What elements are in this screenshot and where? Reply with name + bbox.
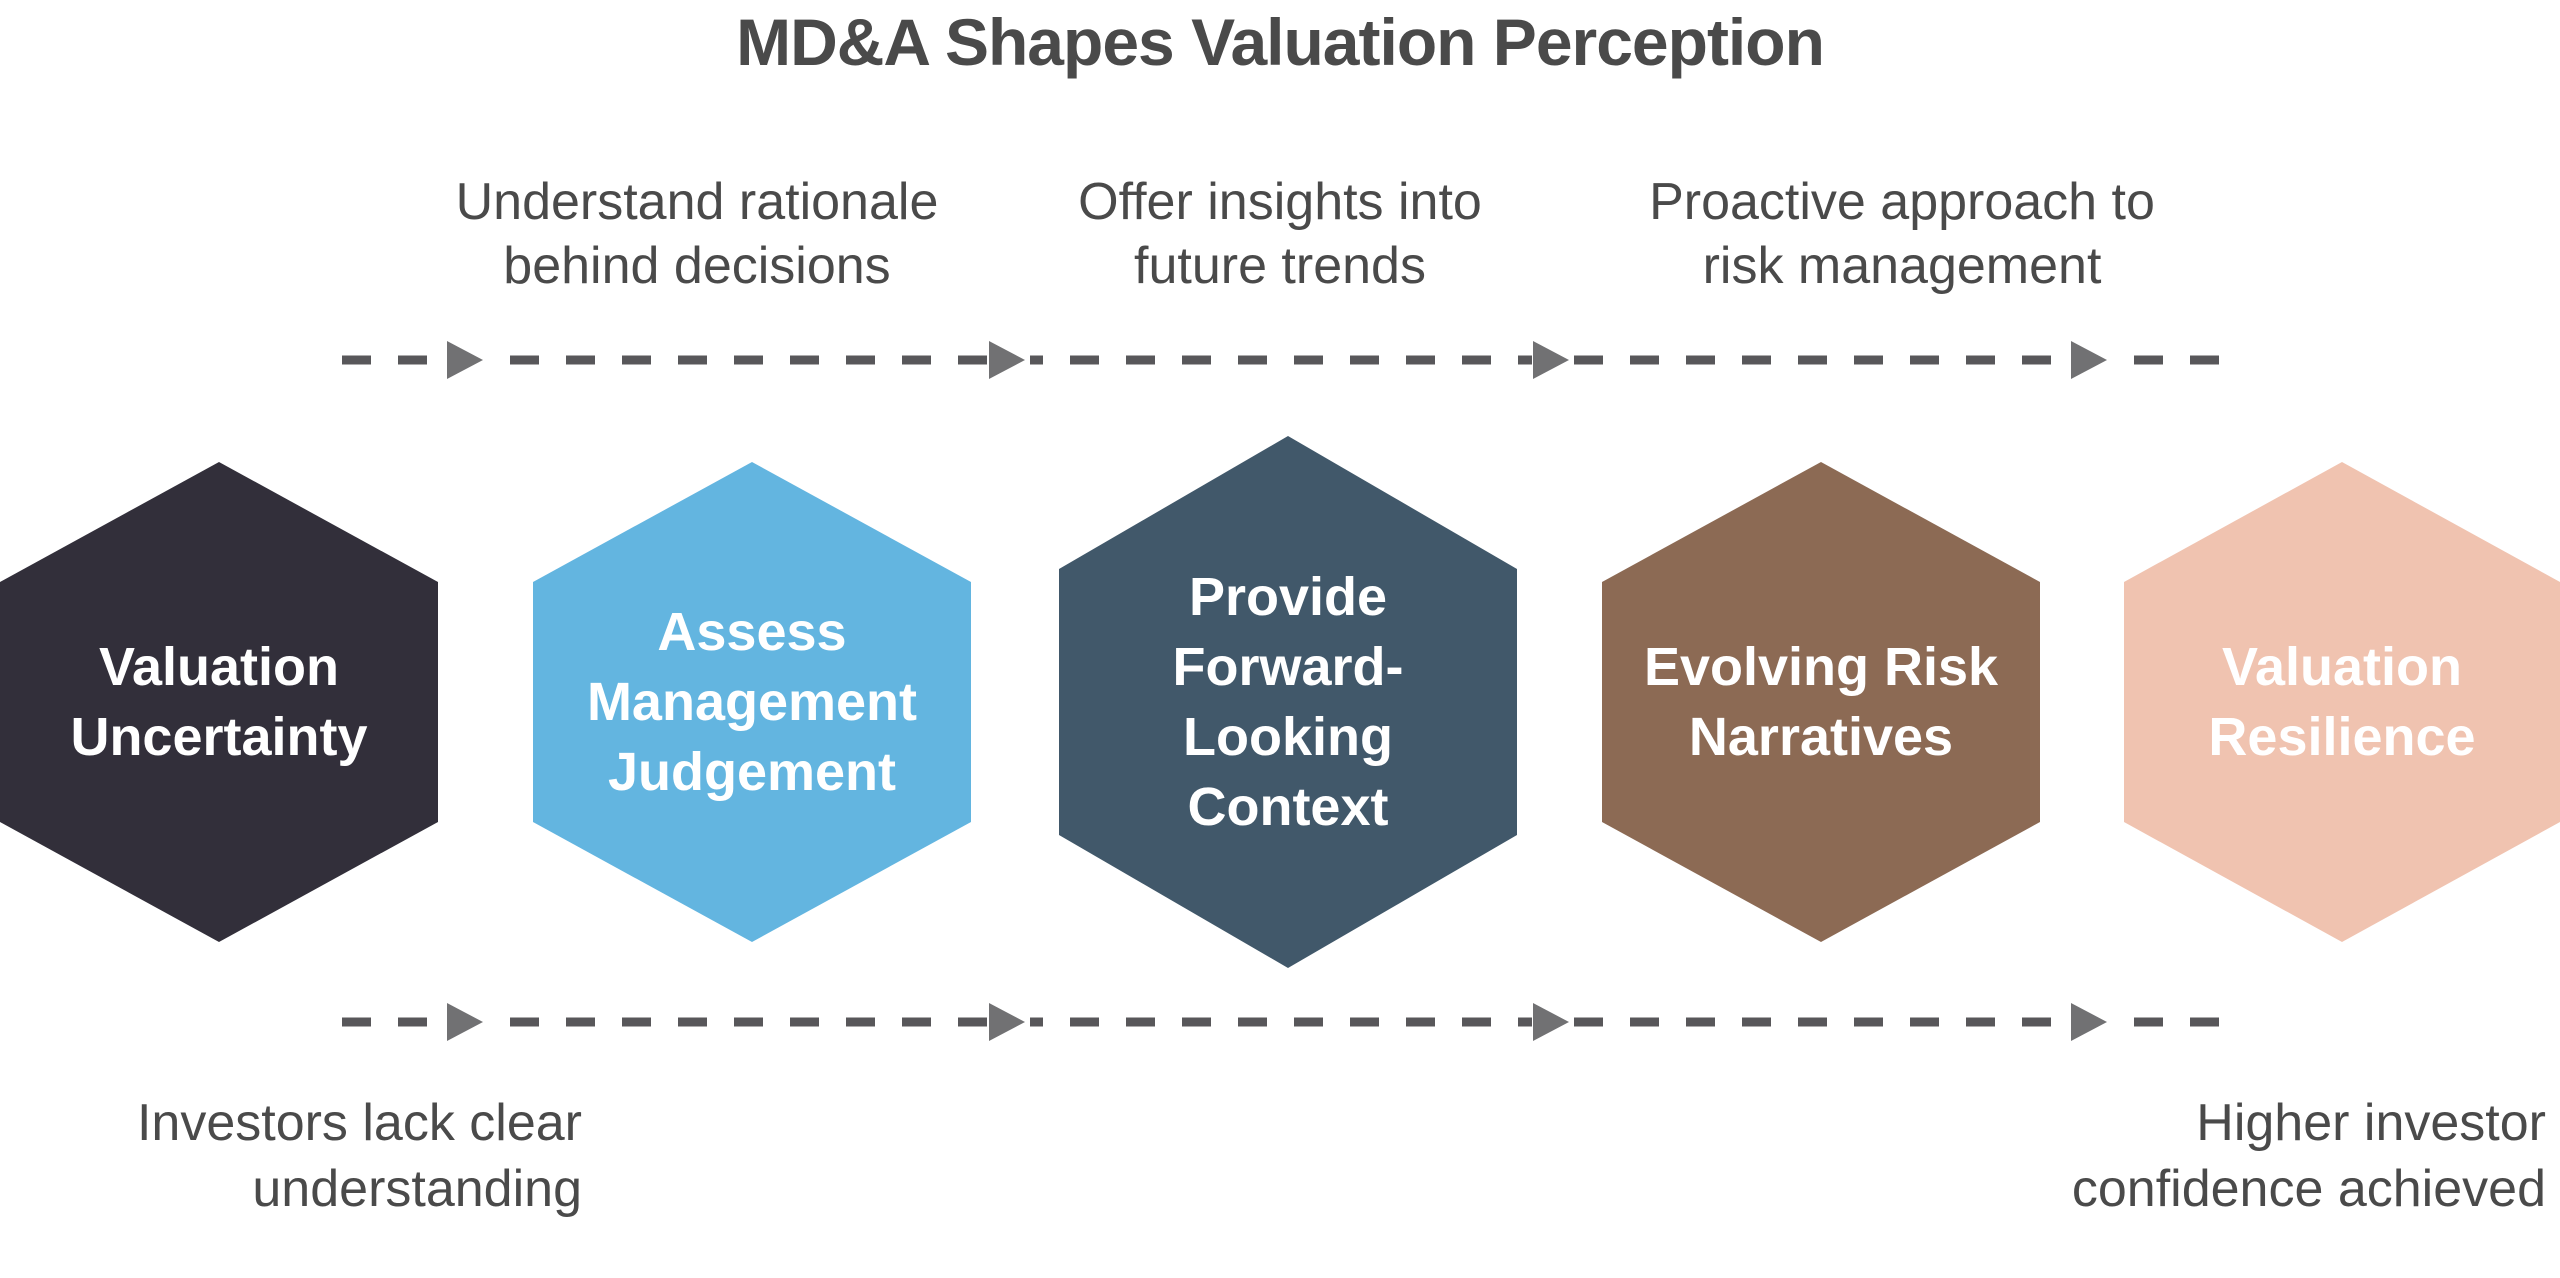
- dashed-arrow-line-top: [342, 338, 2222, 382]
- stage-hexagon-assess-management-judgement: Assess Management Judgement: [533, 462, 971, 942]
- arrowhead-icon: [2071, 341, 2107, 379]
- stage-label: Valuation Resilience: [2208, 637, 2476, 767]
- stage-hexagon-provide-forward-looking-context: Provide Forward- Looking Context: [1059, 436, 1517, 968]
- stage-label: Evolving Risk Narratives: [1643, 637, 1999, 767]
- transition-label-1: Understand rationale behind decisions: [455, 173, 939, 295]
- arrowhead-icon: [989, 1003, 1025, 1041]
- transition-label-3: Proactive approach to risk management: [1649, 173, 2155, 295]
- stage-hexagon-valuation-resilience: Valuation Resilience: [2124, 462, 2560, 942]
- stage-label: Valuation Uncertainty: [70, 637, 368, 767]
- arrowhead-icon: [447, 341, 483, 379]
- end-state-note: Higher investor confidence achieved: [2071, 1094, 2546, 1218]
- dashed-arrow-line-bottom: [342, 1000, 2222, 1044]
- stage-hexagon-evolving-risk-narratives: Evolving Risk Narratives: [1602, 462, 2040, 942]
- page-title: MD&A Shapes Valuation Perception: [736, 5, 1825, 79]
- arrowhead-icon: [989, 341, 1025, 379]
- arrowhead-icons: [446, 338, 2112, 382]
- arrowhead-icon: [447, 1003, 483, 1041]
- arrowhead-icon: [1533, 341, 1569, 379]
- arrowhead-icons: [446, 1000, 2112, 1044]
- stage-label: Provide Forward- Looking Context: [1172, 567, 1404, 837]
- arrowhead-icon: [1533, 1003, 1569, 1041]
- start-state-note: Investors lack clear understanding: [136, 1094, 582, 1218]
- stage-label: Assess Management Judgement: [586, 602, 918, 802]
- arrowhead-icon: [2071, 1003, 2107, 1041]
- transition-label-2: Offer insights into future trends: [1078, 173, 1482, 295]
- stage-hexagon-valuation-uncertainty: Valuation Uncertainty: [0, 462, 438, 942]
